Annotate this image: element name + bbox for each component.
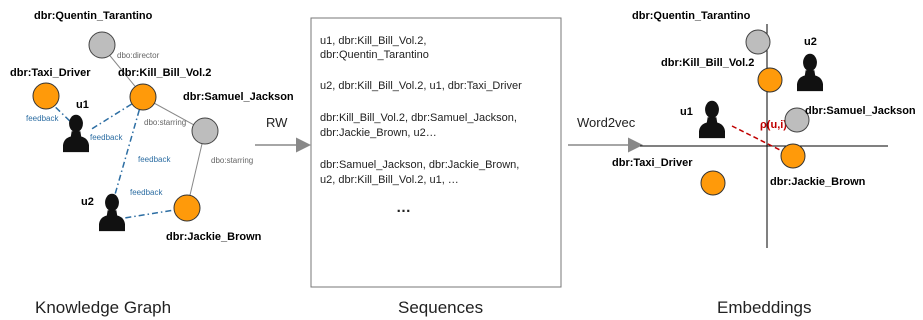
label-word2vec: Word2vec (577, 115, 636, 130)
emb-samuel-jackson (784, 107, 810, 133)
sequence-line-5: dbr:Jackie_Brown, u2… (320, 127, 437, 139)
node-samuel-jackson (191, 117, 219, 145)
edge-label-director: dbo:director (117, 51, 160, 60)
emb-label-jackie-brown: dbr:Jackie_Brown (770, 176, 866, 188)
emb-label-u1: u1 (680, 106, 693, 118)
sequences-box (310, 17, 562, 288)
word2vec-arrow: Word2vec (568, 115, 643, 153)
emb-jackie-brown (780, 143, 806, 169)
sequences-panel: u1, dbr:Kill_Bill_Vol.2, dbr:Quentin_Tar… (310, 17, 562, 317)
emb-label-samuel-jackson: dbr:Samuel_Jackson (805, 105, 916, 117)
node-jackie-brown (173, 194, 201, 222)
label-jackie-brown: dbr:Jackie_Brown (166, 231, 262, 243)
emb-label-taxi-driver: dbr:Taxi_Driver (612, 157, 693, 169)
sequence-line-7: u2, dbr:Kill_Bill_Vol.2, u1, … (320, 174, 459, 186)
label-kill-bill: dbr:Kill_Bill_Vol.2 (118, 67, 211, 79)
edge-label-starring-2: dbo:starring (211, 156, 253, 165)
feedback-label-1: feedback (26, 114, 59, 123)
node-taxi-driver (32, 82, 60, 110)
label-u1: u1 (76, 99, 89, 111)
feedback-label-2: feedback (90, 133, 123, 142)
node-kill-bill (129, 83, 157, 111)
embeddings-panel: ρ(u,i) dbr:Quentin_Tarantino dbr:Kill_Bi… (612, 10, 916, 317)
emb-label-u2: u2 (804, 36, 817, 48)
emb-taxi-driver (700, 170, 726, 196)
node-quentin-tarantino (88, 31, 116, 59)
emb-label-quentin-tarantino: dbr:Quentin_Tarantino (632, 10, 751, 22)
emb-kill-bill (757, 67, 783, 93)
caption-embeddings: Embeddings (717, 298, 812, 317)
emb-label-kill-bill: dbr:Kill_Bill_Vol.2 (661, 57, 754, 69)
label-samuel-jackson: dbr:Samuel_Jackson (183, 91, 294, 103)
label-taxi-driver: dbr:Taxi_Driver (10, 67, 91, 79)
user-u2-icon (99, 193, 125, 232)
sequence-line-1: u1, dbr:Kill_Bill_Vol.2, (320, 35, 426, 47)
feedback-label-3: feedback (138, 155, 171, 164)
feedback-label-4: feedback (130, 188, 163, 197)
label-rho: ρ(u,i) (760, 119, 787, 131)
sequence-ellipsis: … (396, 199, 411, 216)
user-u1-icon (63, 114, 89, 153)
label-u2: u2 (81, 196, 94, 208)
feedback-edge-u2-killbill (111, 96, 144, 206)
emb-quentin-tarantino (745, 29, 771, 55)
edge-label-starring-1: dbo:starring (144, 118, 186, 127)
distance-line (731, 125, 793, 157)
sequence-line-2: dbr:Quentin_Tarantino (320, 49, 429, 61)
label-rw: RW (266, 115, 288, 130)
sequence-line-3: u2, dbr:Kill_Bill_Vol.2, u1, dbr:Taxi_Dr… (320, 80, 522, 92)
caption-knowledge-graph: Knowledge Graph (35, 298, 171, 317)
emb-user-u2-icon (797, 53, 823, 92)
label-quentin-tarantino: dbr:Quentin_Tarantino (34, 10, 153, 22)
sequence-line-4: dbr:Kill_Bill_Vol.2, dbr:Samuel_Jackson, (320, 112, 517, 124)
emb-user-u1-icon (699, 100, 725, 139)
knowledge-graph-panel: dbo:director dbo:starring dbo:starring f… (10, 10, 294, 317)
caption-sequences: Sequences (398, 298, 483, 317)
rw-arrow: RW (255, 115, 311, 153)
sequence-line-6: dbr:Samuel_Jackson, dbr:Jackie_Brown, (320, 159, 519, 171)
